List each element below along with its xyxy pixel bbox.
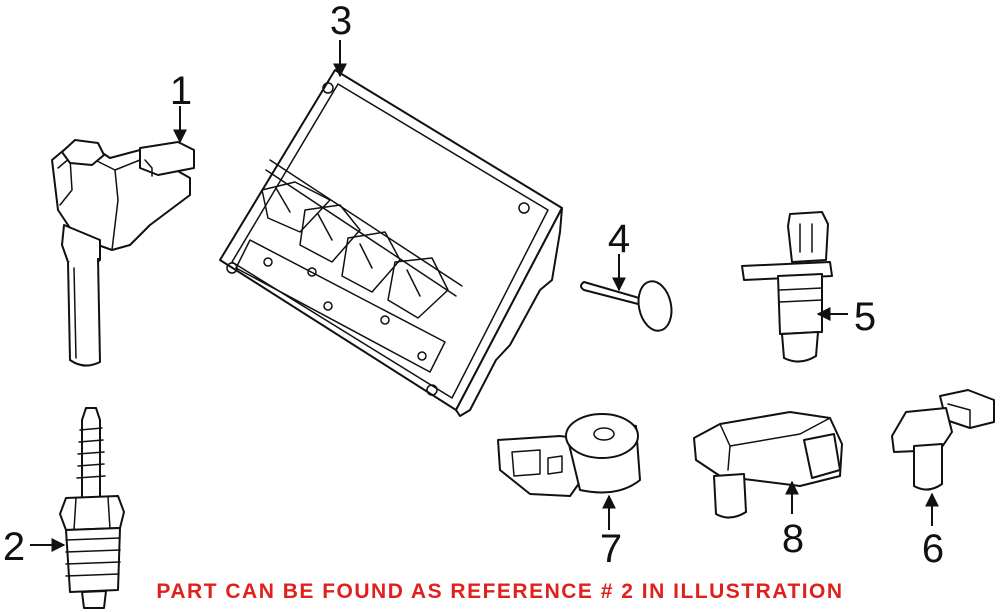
callout-3: 3 xyxy=(330,0,352,43)
pin-gasket-part xyxy=(580,280,673,332)
cam-sensor-part xyxy=(891,389,995,491)
callout-5: 5 xyxy=(854,295,876,339)
callout-2: 2 xyxy=(3,525,25,569)
callout-6: 6 xyxy=(922,527,944,571)
engine-control-module-part xyxy=(219,69,563,417)
callout-8: 8 xyxy=(782,517,804,561)
crank-sensor-part xyxy=(741,211,833,363)
knock-sensor-part xyxy=(497,413,641,497)
callout-arrows xyxy=(30,40,939,552)
map-sensor-part xyxy=(693,411,843,519)
spark-plug-part xyxy=(59,407,125,609)
callout-7: 7 xyxy=(600,527,622,571)
reference-note: PART CAN BE FOUND AS REFERENCE # 2 IN IL… xyxy=(156,580,844,603)
ignition-coil-part xyxy=(51,139,195,367)
callout-4: 4 xyxy=(608,217,630,261)
callout-1: 1 xyxy=(170,69,192,113)
